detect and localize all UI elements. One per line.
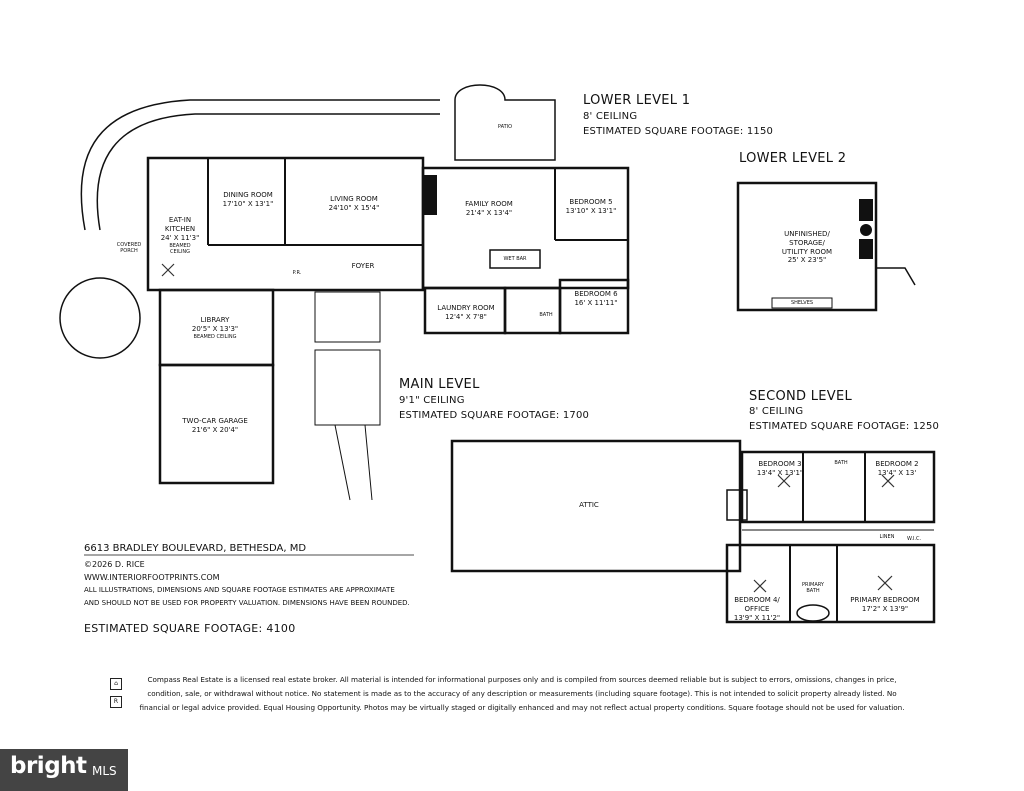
foyer-label: FOYER xyxy=(351,262,375,270)
second-level-outline xyxy=(740,450,936,524)
disclaimer-note-1: ALL ILLUSTRATIONS, DIMENSIONS AND SQUARE… xyxy=(84,586,395,594)
patio-label: PATIO xyxy=(497,124,513,130)
second-level-sqft: ESTIMATED SQUARE FOOTAGE: 1250 xyxy=(749,421,940,432)
bath-sl-label: BATH xyxy=(834,460,848,466)
total-sqft: ESTIMATED SQUARE FOOTAGE: 4100 xyxy=(84,622,296,635)
linen-label: LINEN xyxy=(879,534,895,540)
compass-disclaimer: Compass Real Estate is a licensed real e… xyxy=(139,675,905,712)
copyright: ©2026 D. RICE xyxy=(84,560,145,569)
realtor-icon: R xyxy=(110,696,122,708)
wic-label: W.I.C. xyxy=(906,536,922,542)
lower-level-2-outline xyxy=(736,181,878,312)
disclaimer-note-2: AND SHOULD NOT BE USED FOR PROPERTY VALU… xyxy=(84,599,410,607)
bath-ll1-label: BATH xyxy=(539,312,553,318)
garden-walkway xyxy=(80,99,440,231)
patio-outline xyxy=(454,84,556,161)
website: WWW.INTERIORFOOTPRINTS.COM xyxy=(84,573,220,582)
main-level-title: MAIN LEVEL xyxy=(399,377,480,392)
main-level-sqft: ESTIMATED SQUARE FOOTAGE: 1700 xyxy=(399,410,590,421)
mls-wordmark: MLS xyxy=(92,764,117,778)
wet-bar-label: WET BAR xyxy=(503,256,527,262)
second-level-ceiling: 8' CEILING xyxy=(749,406,804,417)
second-level-title: SECOND LEVEL xyxy=(749,389,853,404)
equal-housing-icon: ⌂ xyxy=(110,678,122,690)
bright-mls-logo: bright MLS xyxy=(0,749,128,791)
bright-wordmark: bright xyxy=(10,753,87,779)
lower-level-1-sqft: ESTIMATED SQUARE FOOTAGE: 1150 xyxy=(583,126,774,137)
attic-label: ATTIC xyxy=(579,501,599,509)
library-ceiling-note: BEAMED CEILING xyxy=(193,334,237,340)
lower-level-1-outline xyxy=(421,166,630,290)
shelves-label: SHELVES xyxy=(790,300,814,306)
powder-room-label: P.R. xyxy=(292,270,302,276)
lower-level-1-ceiling: 8' CEILING xyxy=(583,111,638,122)
garage-outline xyxy=(158,363,275,485)
lower-level-1-title: LOWER LEVEL 1 xyxy=(583,93,691,108)
property-address: 6613 BRADLEY BOULEVARD, BETHESDA, MD xyxy=(84,543,307,554)
stone-patio-circle xyxy=(59,277,141,359)
main-level-ceiling: 9'1" CEILING xyxy=(399,395,465,406)
lower-level-2-title: LOWER LEVEL 2 xyxy=(739,151,847,166)
attic-outline xyxy=(450,439,742,573)
